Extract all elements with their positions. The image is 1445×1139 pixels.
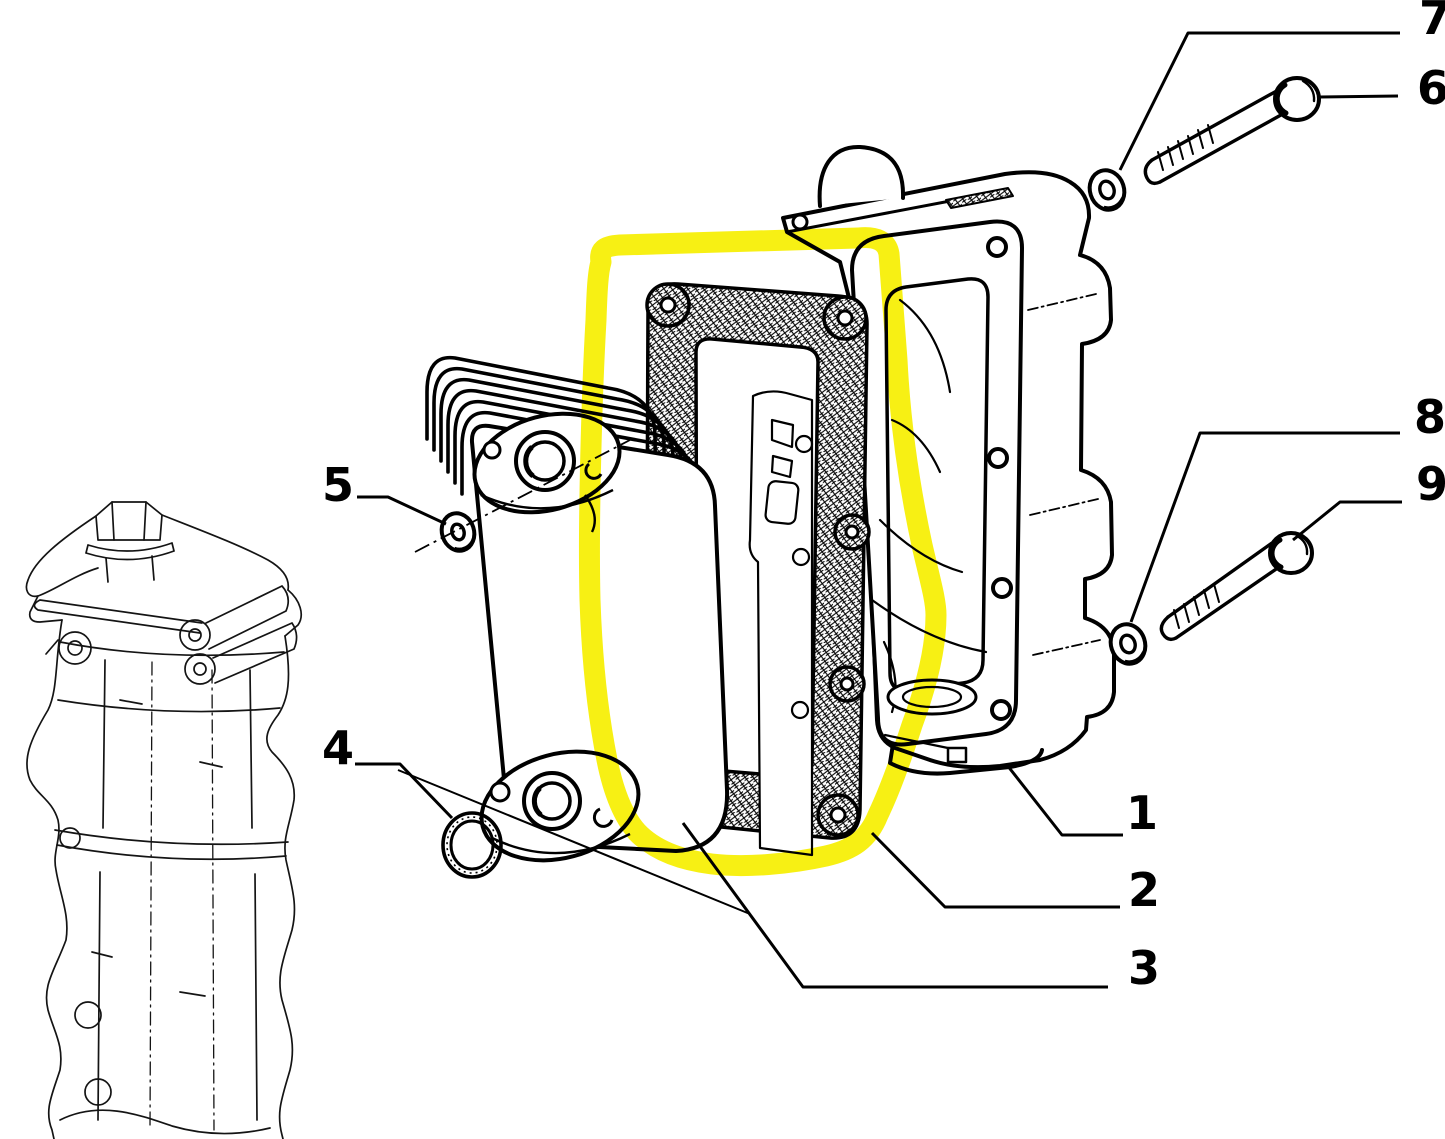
- axis-line-washer-5: [414, 439, 631, 553]
- axis-line-oring: [397, 769, 751, 915]
- callout-6: 6: [1417, 61, 1445, 115]
- callout-5: 5: [322, 458, 354, 512]
- leader-5: [357, 495, 447, 526]
- gasket-web-plate: [748, 390, 814, 857]
- leader-3: [681, 822, 1108, 989]
- leader-lines: [355, 31, 1402, 989]
- callout-8: 8: [1414, 390, 1445, 444]
- engine-block-sketch: [25, 501, 302, 1139]
- o-ring: [441, 811, 503, 879]
- leader-9: [1292, 500, 1402, 542]
- washer-8: [1108, 622, 1148, 666]
- callout-4: 4: [322, 721, 354, 775]
- leader-4: [355, 762, 454, 820]
- leader-8: [1129, 431, 1400, 623]
- cooler-bottom-flange-detail: [489, 771, 631, 855]
- sketch-hex-bolt: [95, 501, 163, 541]
- leader-1: [1005, 764, 1123, 837]
- callout-7: 7: [1419, 0, 1445, 45]
- leader-2: [870, 831, 1120, 909]
- bolt-9: [1159, 531, 1314, 642]
- washer-7: [1087, 168, 1127, 212]
- leader-6: [1319, 94, 1399, 99]
- highlight-marker-loop: [578, 227, 947, 877]
- washer-5: [439, 511, 477, 553]
- cooler-top-flange-detail: [480, 430, 614, 533]
- callout-3: 3: [1128, 941, 1160, 995]
- leader-7: [1118, 31, 1400, 171]
- callout-1: 1: [1126, 786, 1158, 840]
- callout-2: 2: [1128, 863, 1160, 917]
- callout-9: 9: [1416, 457, 1445, 511]
- bolt-6: [1143, 76, 1321, 186]
